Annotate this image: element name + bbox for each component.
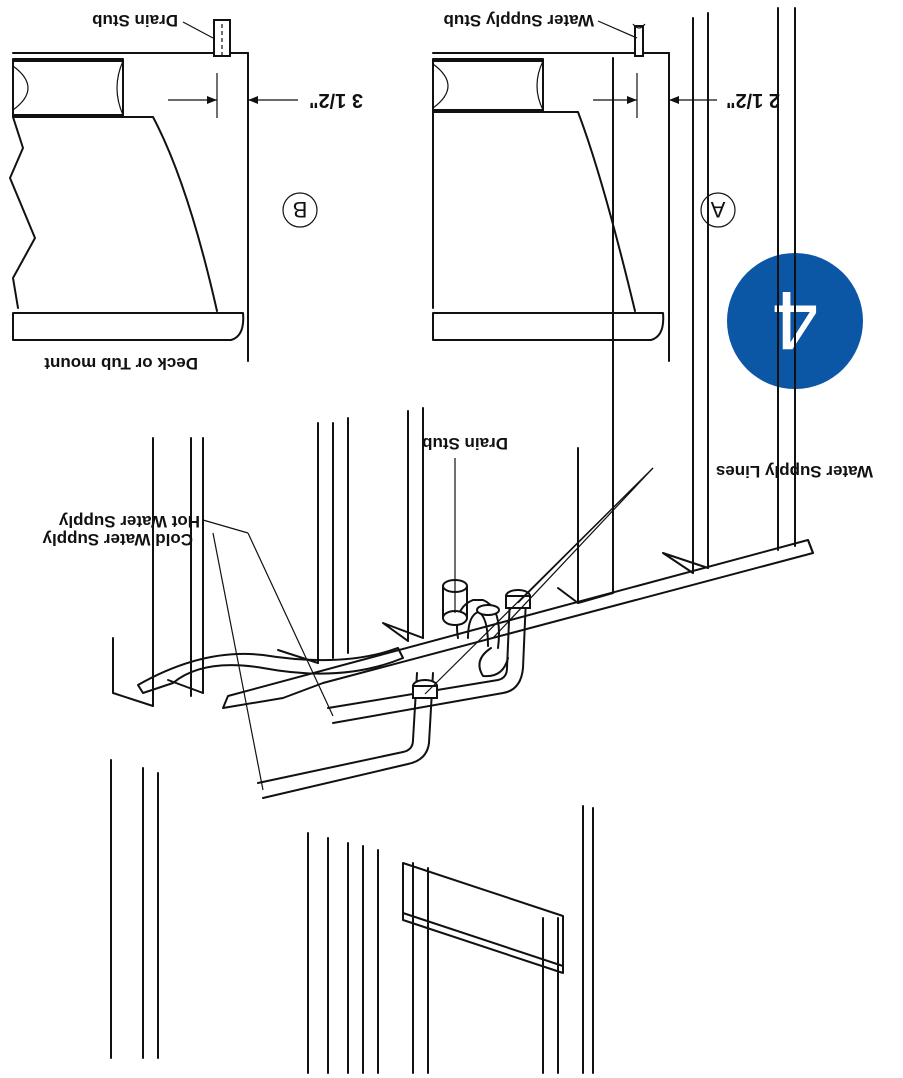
detail-a-spout-ring — [536, 60, 544, 111]
drain-stub-label: Drain Stub — [422, 434, 508, 453]
detail-b-callout-line — [182, 21, 214, 39]
detail-b-mount-label: Deck or Tub mount — [44, 354, 198, 373]
detail-b-marker-circle — [282, 192, 318, 228]
detail-a-spout-end — [432, 63, 449, 109]
cold-water-pipe — [257, 672, 438, 799]
plumbing — [257, 579, 531, 799]
wall-framing — [110, 7, 814, 1074]
detail-b-stub-label: Drain Stub — [92, 11, 178, 30]
main-callouts: Water Supply Lines Drain Stub Hot Water … — [42, 434, 873, 791]
cold-leader — [212, 532, 264, 791]
hot-water-label: Hot Water Supply — [58, 512, 200, 531]
detail-a-spout — [432, 58, 544, 113]
detail-b: 3 1/2" Drain Stub Deck or Tub mount B — [9, 11, 363, 373]
detail-a-faucet-body — [432, 111, 636, 312]
cold-water-label: Cold Water Supply — [42, 530, 193, 549]
detail-b-spout — [12, 58, 124, 118]
detail-a: 2 1/2" Water Supply Stub A — [432, 11, 780, 362]
tile-edge — [137, 647, 404, 694]
detail-b-dimension: 3 1/2" — [309, 89, 363, 111]
detail-a-stub-label: Water Supply Stub — [444, 11, 595, 30]
detail-a-deck — [432, 312, 665, 341]
detail-b-marker: B — [293, 197, 308, 222]
water-supply-stub — [634, 25, 644, 57]
hot-leader — [247, 532, 334, 717]
detail-a-callout-line — [597, 20, 638, 39]
detail-b-faucet-body — [9, 116, 218, 312]
detail-a-marker-circle — [700, 192, 736, 228]
detail-b-deck — [12, 312, 245, 341]
drain-stub-cap — [442, 610, 468, 626]
detail-a-dimension: 2 1/2" — [726, 89, 780, 111]
drain-pipe — [442, 579, 509, 678]
blocking-board — [402, 862, 564, 967]
supply-lines-label: Water Supply Lines — [716, 462, 873, 481]
detail-a-marker: A — [710, 197, 725, 222]
